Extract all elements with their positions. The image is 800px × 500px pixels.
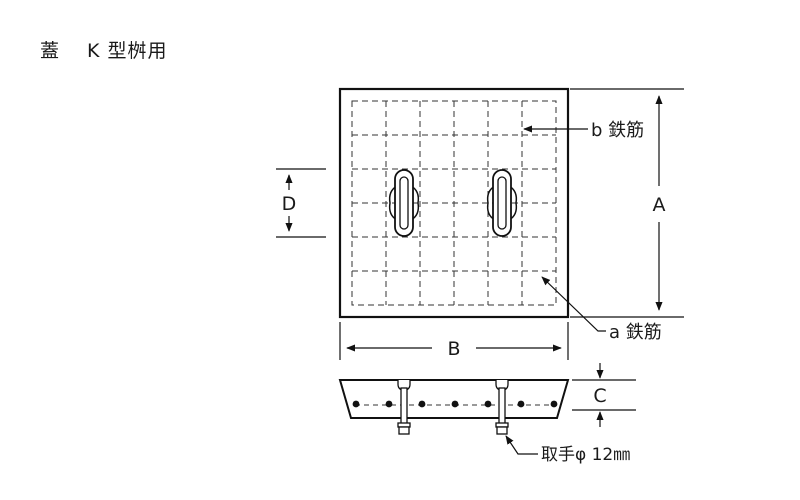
handle-slot-right: [486, 169, 518, 237]
dimension-c: [572, 363, 636, 427]
handle-leader: [505, 435, 538, 455]
dimension-a: [570, 88, 684, 318]
dimension-a-label: A: [653, 194, 666, 216]
dimension-b-label: B: [447, 338, 460, 360]
a-rebar-leader: [541, 276, 606, 332]
rebar-grid: [351, 100, 557, 306]
b-rebar-label: b 鉄筋: [591, 120, 644, 141]
lid-section-view: [338, 379, 570, 435]
dimension-d: [276, 168, 326, 238]
a-rebar-label: a 鉄筋: [609, 322, 662, 343]
dimension-c-label: C: [593, 385, 606, 407]
dimension-d-label: D: [282, 193, 297, 215]
handle-slot-left: [388, 169, 420, 237]
page-title: 蓋 K 型桝用: [40, 40, 168, 62]
dimension-b: [339, 322, 569, 360]
handle-label: 取手φ 12㎜: [541, 445, 630, 465]
lid-outline: [338, 87, 570, 319]
